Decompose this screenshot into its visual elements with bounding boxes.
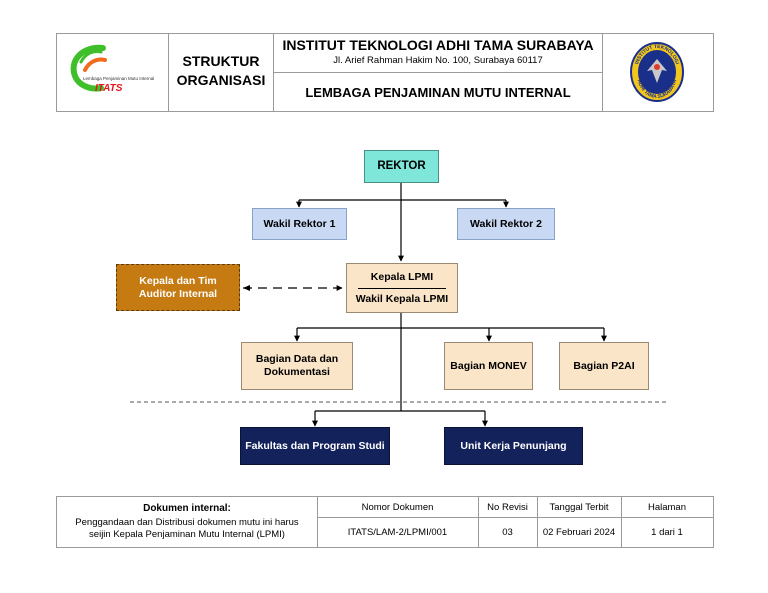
kepala-separator <box>358 287 446 289</box>
footer-divider <box>317 497 318 547</box>
institution-name: INSTITUT TEKNOLOGI ADHI TAMA SURABAYA <box>282 37 594 53</box>
bagian-data-box: Bagian Data dan Dokumentasi <box>241 342 353 390</box>
unit-kerja-label: Unit Kerja Penunjang <box>460 439 567 452</box>
bagian-p2ai-label: Bagian P2AI <box>573 359 635 372</box>
struktur-line2: ORGANISASI <box>176 72 266 88</box>
kepala-lpmi-label: Kepala LPMI <box>370 270 434 283</box>
rektor-box: REKTOR <box>364 150 439 183</box>
auditor-internal-box: Kepala dan Tim Auditor Internal <box>116 264 240 311</box>
kepala-lpmi-box: Kepala LPMI Wakil Kepala LPMI <box>346 263 458 313</box>
unit-title: LEMBAGA PENJAMINAN MUTU INTERNAL <box>305 85 571 100</box>
fakultas-box: Fakultas dan Program Studi <box>240 427 390 465</box>
doc-internal-title: Dokumen internal: <box>143 503 231 514</box>
val-halaman: 1 dari 1 <box>651 527 683 538</box>
wakil-rektor-2-box: Wakil Rektor 2 <box>457 208 555 240</box>
bagian-monev-label: Bagian MONEV <box>450 359 527 372</box>
doc-internal-line1: Penggandaan dan Distribusi dokumen mutu … <box>75 517 299 528</box>
auditor-line2: Auditor Internal <box>138 287 218 300</box>
footer-divider <box>621 497 622 547</box>
fakultas-label: Fakultas dan Program Studi <box>245 439 385 452</box>
wakil-kepala-lpmi-label: Wakil Kepala LPMI <box>355 292 449 305</box>
itats-logo: Lembaga Penjaminan Mutu Internal ITATS <box>63 40 163 104</box>
col-nomor-dokumen: Nomor Dokumen <box>361 502 434 513</box>
unit-kerja-box: Unit Kerja Penunjang <box>444 427 583 465</box>
val-nomor-dokumen: ITATS/LAM-2/LPMI/001 <box>347 527 448 538</box>
bagian-data-line1: Bagian Data dan <box>255 353 339 365</box>
bagian-monev-box: Bagian MONEV <box>444 342 533 390</box>
institution-address: Jl. Arief Rahman Hakim No. 100, Surabaya… <box>333 55 543 66</box>
rektor-label: REKTOR <box>377 160 426 172</box>
struktur-line1: STRUKTUR <box>182 53 260 69</box>
val-tanggal-terbit: 02 Februari 2024 <box>542 527 616 538</box>
wakil-rektor-2-label: Wakil Rektor 2 <box>470 217 542 230</box>
logo-name: ITATS <box>95 83 123 94</box>
institute-seal: INSTITUT TEKNOLOGI ADHI TAMA SURABAYA <box>629 41 685 103</box>
bagian-data-line2: Dokumentasi <box>264 366 330 378</box>
header-divider <box>602 34 603 111</box>
footer-divider <box>478 497 479 547</box>
logo-tagline: Lembaga Penjaminan Mutu Internal <box>83 76 155 81</box>
col-halaman: Halaman <box>647 502 687 513</box>
auditor-line1: Kepala dan Tim <box>139 274 217 287</box>
struktur-organisasi-label: STRUKTUR ORGANISASI <box>168 52 274 90</box>
document-footer: Dokumen internal: Penggandaan dan Distri… <box>56 496 714 548</box>
wakil-rektor-1-box: Wakil Rektor 1 <box>252 208 347 240</box>
col-tanggal-terbit: Tanggal Terbit <box>549 502 609 513</box>
col-no-revisi: No Revisi <box>487 502 528 513</box>
header-divider <box>273 72 602 73</box>
val-no-revisi: 03 <box>502 527 513 538</box>
footer-divider <box>537 497 538 547</box>
footer-divider <box>317 517 713 518</box>
document-header: Lembaga Penjaminan Mutu Internal ITATS S… <box>56 33 714 112</box>
doc-internal-line2: seijin Kepala Penjaminan Mutu Internal (… <box>89 529 285 540</box>
wakil-rektor-1-label: Wakil Rektor 1 <box>263 217 336 230</box>
header-divider <box>168 34 169 111</box>
bagian-p2ai-box: Bagian P2AI <box>559 342 649 390</box>
